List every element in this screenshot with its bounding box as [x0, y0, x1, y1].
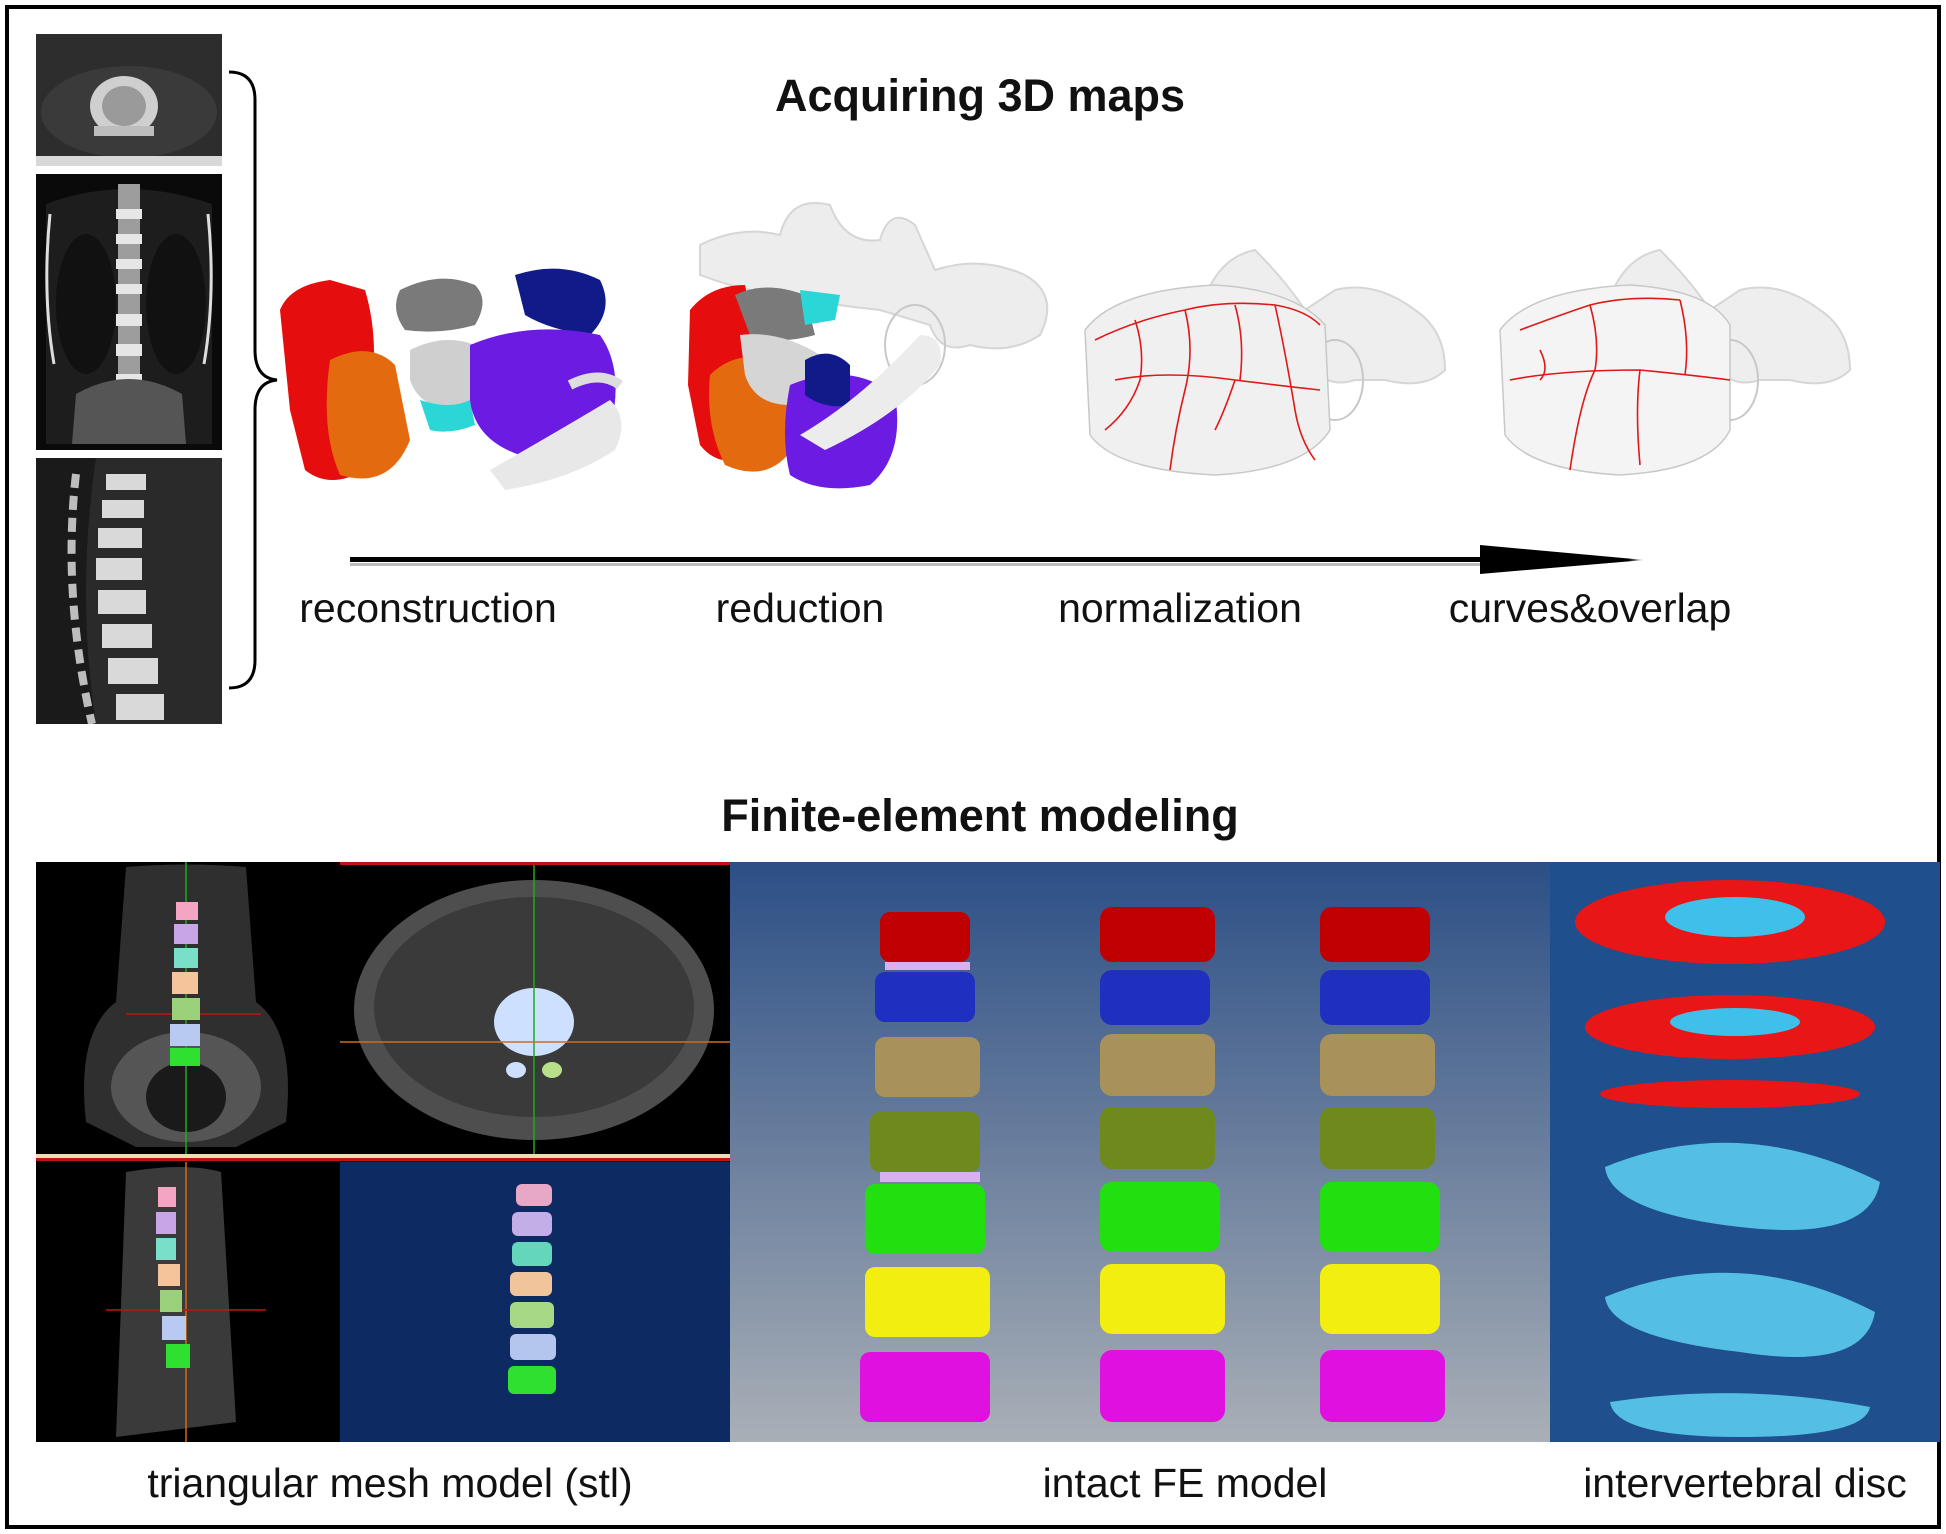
mesh-coronal-view: [36, 862, 336, 1154]
disc-panel: [1550, 862, 1940, 1442]
fe-spine-oblique: [1100, 907, 1225, 1422]
fe-model-panel: [730, 862, 1550, 1442]
bottom-title: Finite-element modeling: [721, 790, 1239, 841]
reduction-model: [688, 202, 1049, 489]
mesh-model-panel: [36, 862, 730, 1442]
top-title: Acquiring 3D maps: [774, 70, 1186, 121]
brace: [228, 70, 278, 690]
caption-fe-model: intact FE model: [1042, 1460, 1328, 1506]
fe-spine-lateral: [1320, 907, 1445, 1422]
process-arrow: [350, 545, 1645, 574]
fe-spine-anterior: [860, 912, 990, 1422]
figure-frame: [5, 5, 1941, 1529]
caption-mesh-model: triangular mesh model (stl): [147, 1460, 633, 1506]
step-label-reconstruction: reconstruction: [299, 585, 557, 631]
mesh-axial-view: [340, 862, 730, 1154]
caption-disc: intervertebral disc: [1583, 1460, 1907, 1506]
ct-sagittal-slice: [36, 458, 222, 724]
ct-coronal-slice: [36, 174, 222, 450]
mesh-3d-view: [340, 1162, 730, 1442]
step-label-reduction: reduction: [715, 585, 885, 631]
ct-axial-slice: [36, 34, 222, 166]
step-label-normalization: normalization: [1058, 585, 1302, 631]
reconstruction-model: [280, 268, 623, 490]
mesh-sagittal-view: [36, 1162, 336, 1442]
normalization-model: [1084, 248, 1447, 476]
ct-scans-column: [36, 34, 222, 724]
step-label-curves-overlap: curves&overlap: [1448, 585, 1732, 631]
curves-overlap-model: [1499, 248, 1852, 476]
